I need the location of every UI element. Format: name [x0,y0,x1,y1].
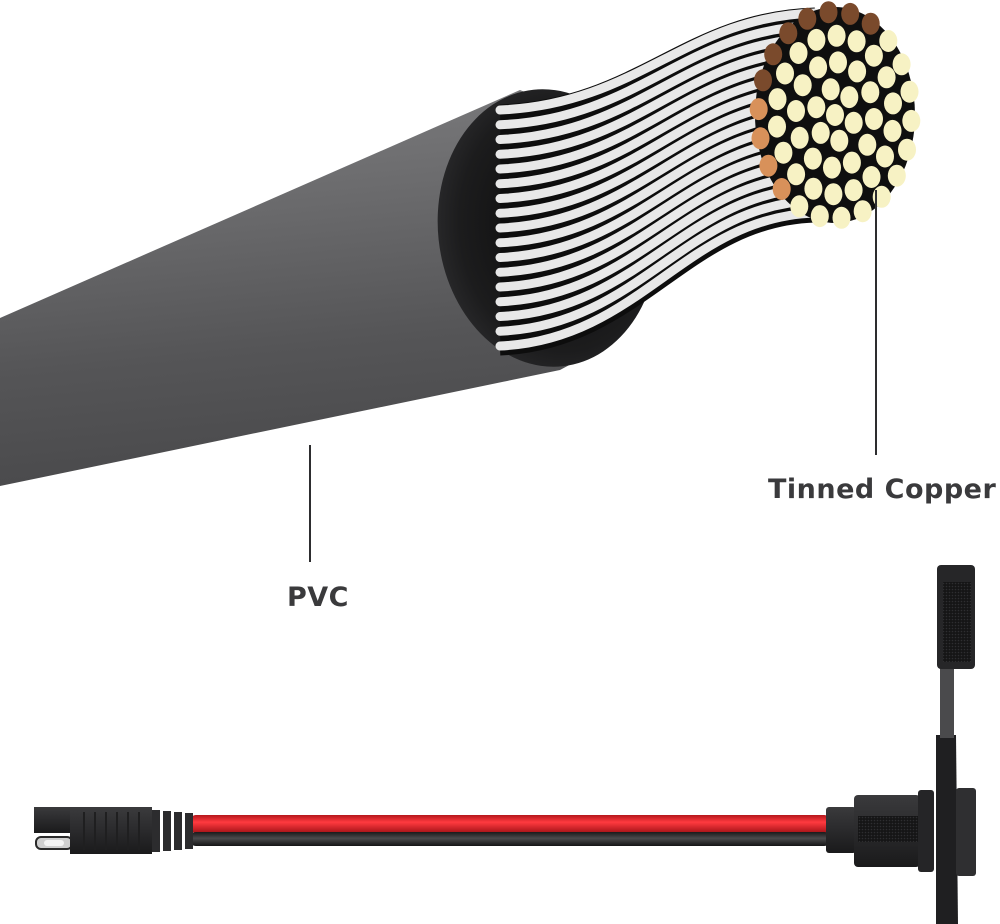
strand-tip [787,163,806,186]
sae-panel-mount-socket [826,565,976,924]
strand-tip [832,206,851,229]
black-wire [190,832,830,846]
strand-tip [902,109,921,132]
strand [495,196,820,336]
strand-tip [809,56,828,79]
strand-tip [883,119,902,142]
sae-extension-cable [34,565,976,924]
strand-tip [858,133,877,156]
strand [495,33,820,144]
strand-tip [824,183,843,206]
strand-tip [840,86,859,109]
strand-tip [865,108,883,130]
strand-tip [819,1,838,24]
strand-tip [804,177,823,200]
strand-tip [829,51,847,74]
strand-tip [779,22,798,45]
strand-tip [827,24,846,47]
strand-tip [776,62,794,85]
strand-tip [764,43,783,66]
strand-tip [807,96,826,119]
strand-tip [826,104,844,126]
strand-tip [876,145,894,168]
strand-tip [861,12,880,35]
pvc-label: PVC [287,582,349,613]
strand [495,208,820,351]
conductor-strand-tips [749,1,921,229]
strand-tip [900,80,919,103]
strand-tip [898,138,916,161]
strand-tip [830,129,849,152]
strand-tip [884,92,902,115]
strand-tip [864,44,883,67]
strand-tip [793,74,812,97]
strand-tip [877,66,896,89]
strand-tip [842,151,861,174]
strand-tip [774,141,793,164]
strand-tip [862,166,881,188]
strand-tip [892,53,911,76]
strand-tip [848,60,867,83]
strand-tip [879,30,898,52]
strand [495,183,820,321]
strand-tip [821,78,840,101]
strand-tip [754,69,772,92]
strand-tip [798,7,817,30]
strand-tip [861,81,880,104]
strand-tip [790,126,809,149]
sae-plug-connector [34,807,193,854]
strand [495,21,820,130]
strand-tip [787,100,805,122]
strand-tip [749,98,768,121]
strand-tip [844,179,863,202]
strand-tip [751,127,770,150]
strand-tip [768,88,787,111]
red-wire [190,815,830,833]
strand-tip [789,42,808,64]
strand-tip [872,185,891,208]
dust-cap [937,565,975,669]
strand-tip [823,156,841,179]
strand-tip [853,200,872,223]
strand-tip [759,154,778,177]
strand-tip [803,147,822,170]
strand-tip [844,111,863,134]
tinned-copper-label: Tinned Copper [768,474,997,505]
strand-tip [768,115,786,138]
strand-tip [790,195,809,218]
strand-tip [772,178,791,200]
strand [495,8,820,115]
strand-tip [807,28,826,51]
strand-tip [847,30,866,53]
strand-tip [841,2,860,25]
strand-tip [811,121,830,144]
strand-tip [887,164,906,187]
strand-tip [810,205,829,228]
strand [495,171,820,307]
